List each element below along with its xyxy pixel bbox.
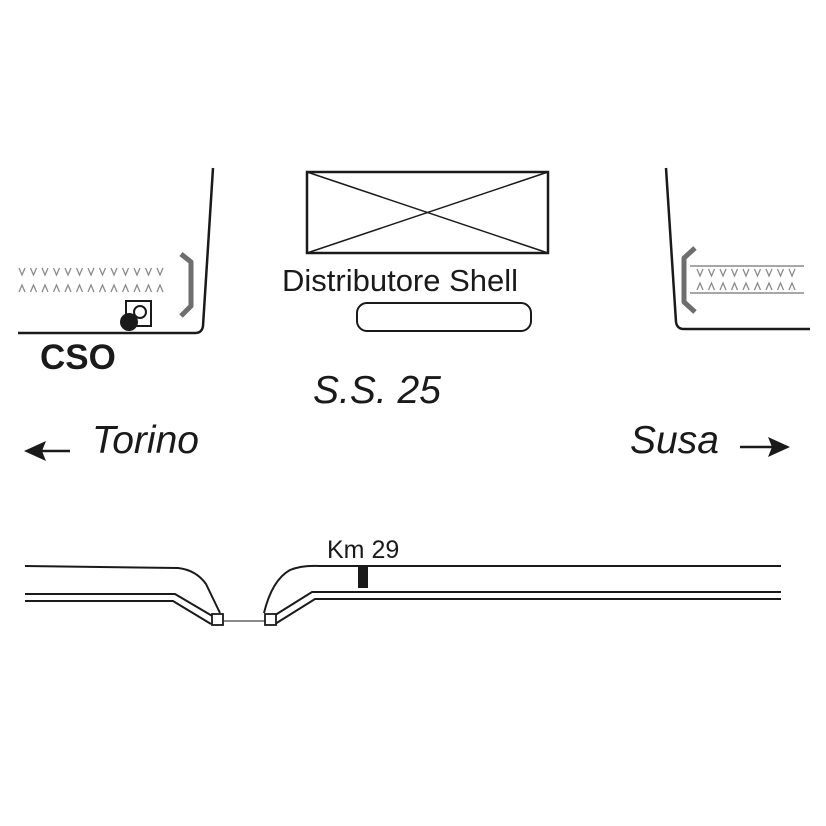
hedge-symbol: [707, 281, 716, 291]
hedge-symbol: [765, 281, 773, 291]
hedge-symbol: [133, 283, 141, 293]
hedge-symbol: [742, 268, 750, 278]
road-label: S.S. 25: [313, 369, 441, 412]
hedge-symbol: [156, 267, 164, 277]
station-label: Distributore Shell: [282, 263, 518, 298]
hedge-symbol: [753, 268, 762, 278]
km-marker-label: Km 29: [327, 536, 399, 564]
hedge-symbol: [144, 283, 153, 293]
road-schematic: [24, 564, 781, 626]
right-guardrail: [681, 246, 697, 314]
hedge-symbol: [788, 281, 796, 291]
hedge-symbol: [29, 267, 38, 277]
hedge-symbol: [742, 281, 750, 291]
hedge-symbol: [18, 283, 26, 293]
left-guardrail: [179, 252, 194, 318]
direction-right-label: Susa: [630, 419, 719, 462]
left-property-boundary: [18, 167, 215, 335]
arrow-right-icon: [740, 437, 790, 457]
hedge-symbol: [730, 281, 739, 291]
hedge-symbol: [121, 267, 130, 277]
hedge-symbol: [87, 267, 95, 277]
cso-label: CSO: [40, 338, 116, 377]
hedge-symbol: [29, 283, 38, 293]
hedge-symbol: [753, 281, 762, 291]
hedge-symbol: [18, 267, 26, 277]
hedge-symbol: [87, 283, 95, 293]
hedge-symbol: [64, 267, 72, 277]
hedge-symbol: [696, 268, 704, 278]
hedge-symbol: [765, 268, 773, 278]
hedge-symbol: [52, 283, 61, 293]
hedge-symbol: [98, 267, 107, 277]
hedge-symbol: [776, 281, 785, 291]
hedge-symbol: [41, 267, 49, 277]
hedge-symbol: [41, 283, 49, 293]
hedge-symbol: [719, 268, 727, 278]
hedge-symbol: [696, 281, 704, 291]
hedge-symbol: [730, 268, 739, 278]
right-property-boundary: [664, 167, 810, 331]
arrow-left-icon: [24, 441, 70, 461]
hedge-symbol: [156, 283, 164, 293]
direction-left-label: Torino: [92, 419, 199, 462]
pump-island: [356, 302, 532, 332]
hedge-symbol: [110, 267, 118, 277]
hedge-symbol: [776, 268, 785, 278]
hedge-symbol: [110, 283, 118, 293]
hedge-symbol: [52, 267, 61, 277]
km-marker-post: [358, 567, 368, 588]
hedge-symbol: [719, 281, 727, 291]
left-hedge: [18, 267, 164, 293]
hedge-symbol: [75, 267, 84, 277]
hedge-symbol: [64, 283, 72, 293]
hedge-symbol: [75, 283, 84, 293]
station-building-icon: [305, 170, 550, 255]
hedge-symbol: [133, 267, 141, 277]
hedge-symbol: [121, 283, 130, 293]
hedge-symbol: [144, 267, 153, 277]
hedge-symbol: [707, 268, 716, 278]
hedge-symbol: [788, 268, 796, 278]
cso-marker-icon: [120, 300, 152, 331]
right-hedge: [690, 265, 804, 294]
hedge-symbol: [98, 283, 107, 293]
